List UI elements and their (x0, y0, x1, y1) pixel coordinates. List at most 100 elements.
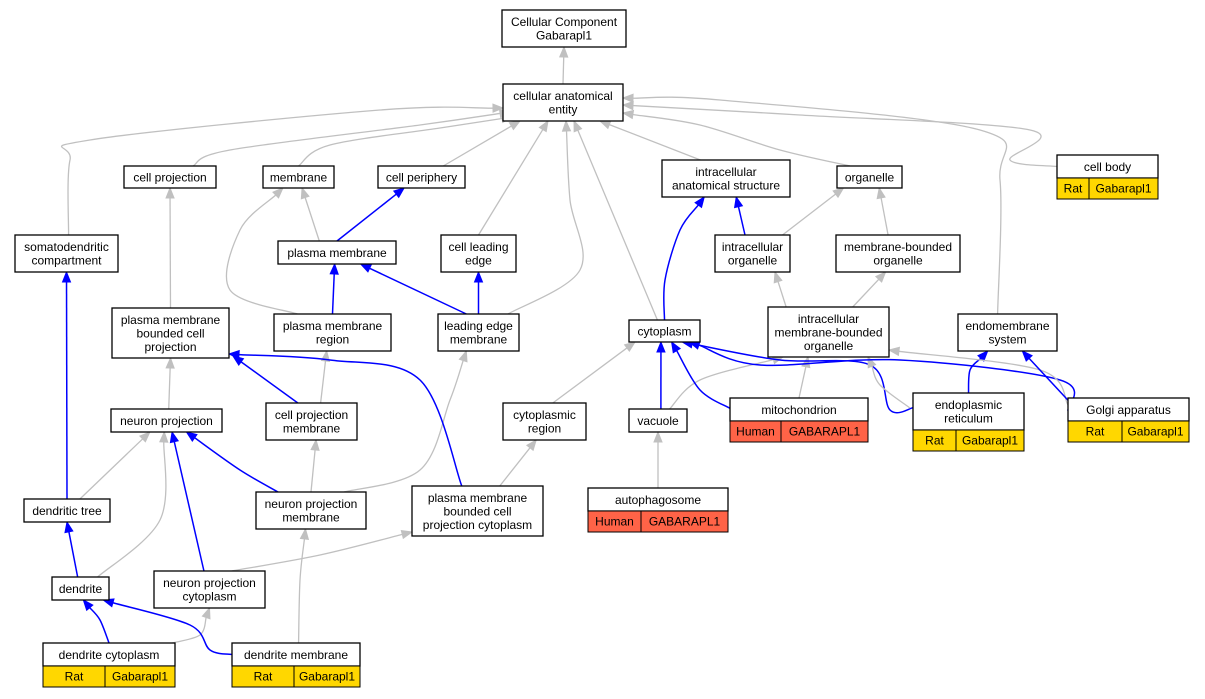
go-term-label: cell periphery (386, 170, 457, 184)
go-term-box (51, 576, 110, 601)
go-term-label: region (316, 333, 349, 347)
go-term-box (123, 165, 217, 189)
edge-periph-to-cae (442, 120, 522, 167)
go-term-periph[interactable]: cell periphery (377, 165, 466, 189)
go-term-label: dendrite membrane (244, 648, 348, 662)
edge-leadedge-to-cae (477, 119, 549, 236)
edge-line (871, 365, 911, 409)
go-term-label: organelle (845, 170, 895, 184)
go-term-vacuole[interactable]: vacuole (628, 408, 688, 433)
edge-line (304, 197, 320, 242)
go-term-pm[interactable]: plasma membrane (277, 240, 397, 265)
go-term-label: intracellular (695, 165, 756, 179)
edge-line (172, 617, 207, 644)
go-term-label: cytoplasmic (513, 408, 576, 422)
edge-line (782, 193, 836, 236)
gene-cell (640, 510, 729, 533)
go-term-box (110, 408, 223, 433)
edge-line (60, 106, 494, 236)
edge-arrowhead (977, 350, 989, 362)
go-term-cellproj[interactable]: cell projection (123, 165, 217, 189)
go-term-neuronproj[interactable]: neuron projection (110, 408, 223, 433)
edge-arrowhead (670, 340, 682, 354)
go-term-membrane[interactable]: membrane (262, 165, 335, 189)
edge-line (898, 350, 1069, 406)
go-term-cytoplasm[interactable]: cytoplasm (628, 319, 701, 343)
go-term-label: neuron projection (120, 414, 213, 428)
edge-dendmem-to-npm (297, 527, 310, 644)
edge-arrowhead (300, 186, 310, 200)
edge-arrowhead (185, 431, 198, 442)
edge-line (552, 347, 628, 404)
edge-arrowhead (801, 355, 811, 369)
go-term-organelle[interactable]: organelle (836, 165, 903, 189)
edge-line (79, 438, 144, 500)
edge-cpm-to-pmbcp (231, 355, 299, 404)
go-term-label: neuron projection (265, 497, 358, 511)
edge-arrowhead (159, 430, 169, 443)
edge-line (507, 130, 584, 315)
edge-arrowhead (598, 120, 612, 130)
edge-line (168, 367, 171, 410)
edge-arrowhead (561, 119, 572, 132)
edge-mbo-to-organelle (876, 186, 889, 236)
edge-cytoplasm-to-ias (662, 195, 706, 321)
edge-vacuole-to-cytoplasm (656, 340, 666, 410)
go-term-box (265, 402, 358, 441)
edge-golgi-to-endomem (1021, 350, 1069, 401)
go-term-label: cell projection (133, 170, 206, 184)
edge-pmbcpc-to-pmbcp (227, 349, 463, 487)
edge-line (698, 344, 1076, 411)
go-term-box (255, 491, 367, 530)
edge-lem-to-leadedge (473, 270, 484, 314)
edge-line (880, 197, 889, 236)
go-term-label: cell body (1084, 160, 1131, 174)
edge-arrowhead (169, 430, 180, 444)
edge-line (298, 117, 503, 167)
edge-pm-to-membrane (300, 186, 320, 242)
go-term-dendtree[interactable]: dendritic tree (23, 498, 111, 523)
edge-line (225, 194, 298, 315)
go-term-label: edge (465, 254, 492, 268)
edge-line (632, 96, 1008, 315)
go-term-label: cellular anatomical (513, 89, 612, 103)
edge-arrowhead (621, 100, 634, 111)
go-term-label: organelle (804, 339, 854, 353)
go-term-box (502, 83, 624, 122)
go-term-label: somatodendritic (24, 240, 109, 254)
go-term-dendrite[interactable]: dendrite (51, 576, 110, 601)
go-term-box (377, 165, 466, 189)
edge-arrowhead (558, 45, 569, 58)
edge-dendtree-to-somato (61, 270, 72, 500)
edge-line (240, 361, 299, 404)
edge-mito-to-cytoplasm (670, 340, 731, 410)
edge-arrowhead (473, 270, 484, 283)
